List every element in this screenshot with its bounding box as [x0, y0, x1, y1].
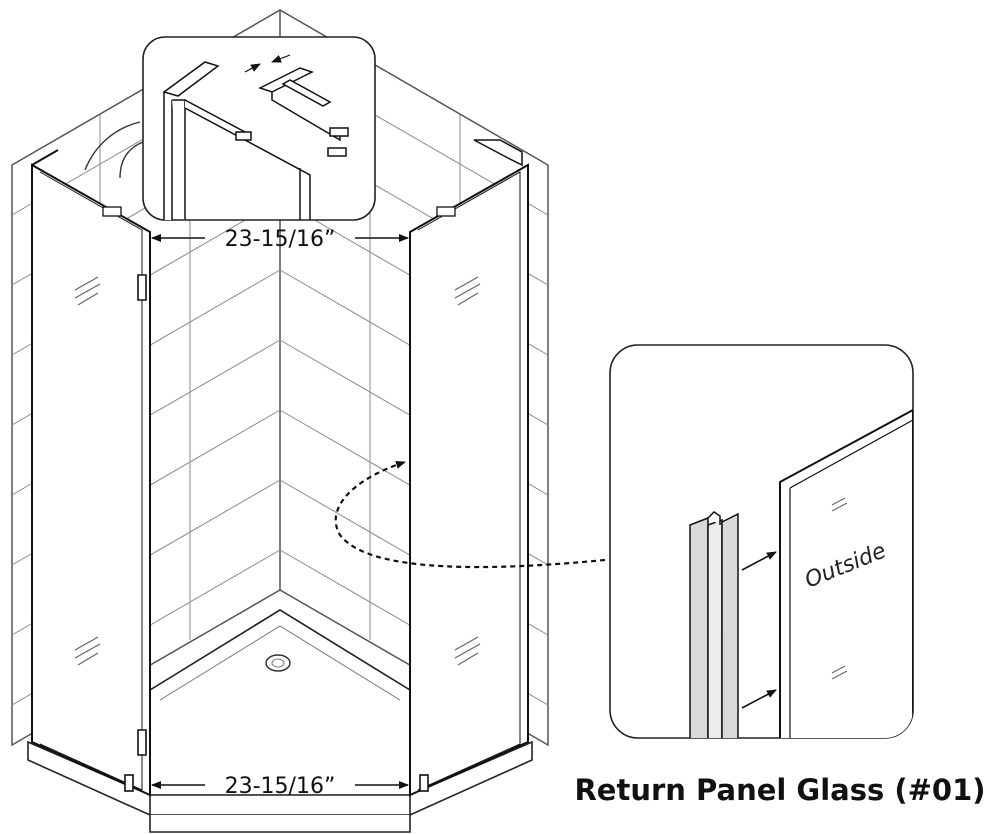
dimension-top-label: 23-15/16” [225, 227, 336, 252]
right-return-panel [409, 163, 529, 797]
door-panel [149, 232, 411, 795]
dimension-bottom: 23-15/16” [151, 774, 409, 799]
caption-return-panel-glass: Return Panel Glass (#01) [574, 773, 985, 807]
dimension-top: 23-15/16” [151, 227, 409, 252]
door-hinges [124, 274, 429, 792]
left-return-panel [31, 149, 151, 797]
return-panel-glass [779, 408, 913, 738]
top-bracket-right [473, 139, 523, 167]
glass-channel [689, 511, 739, 738]
right-detail-callout: Outside [609, 344, 914, 739]
top-detail-callout [84, 36, 376, 221]
glass-reflection-icon [74, 276, 481, 666]
dimension-bottom-label: 23-15/16” [225, 774, 336, 799]
drain-icon [265, 654, 291, 672]
